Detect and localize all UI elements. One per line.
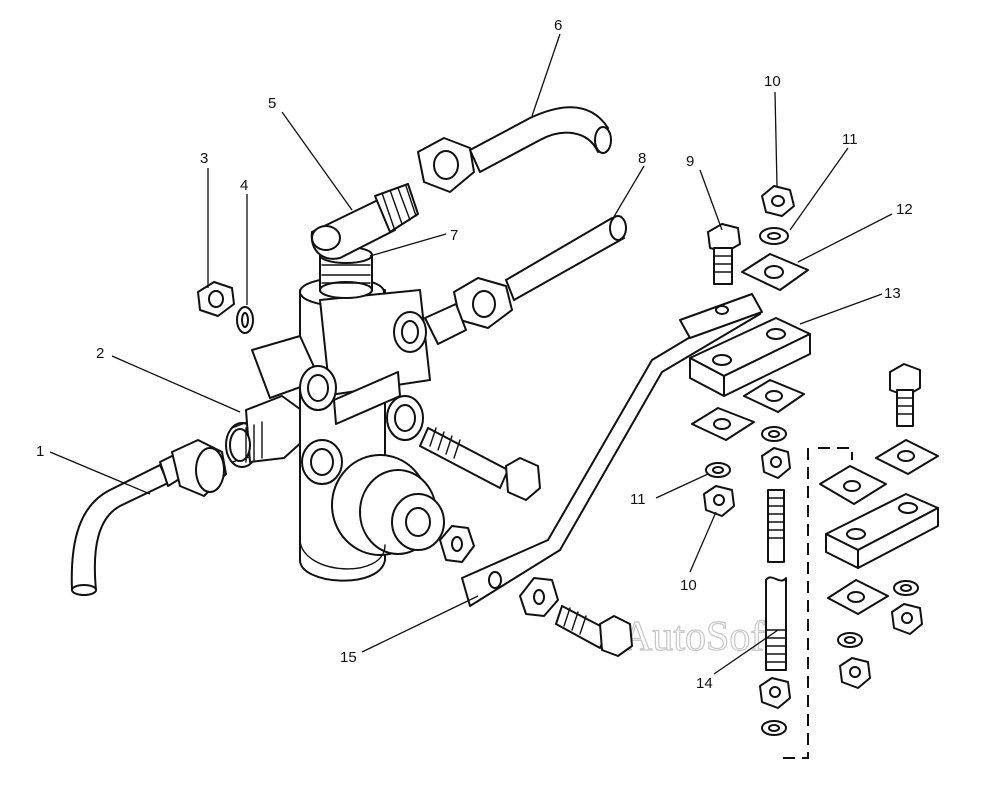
stud-14 <box>765 489 787 671</box>
fitting-2 <box>225 395 305 468</box>
plate-group <box>825 493 939 569</box>
callout-10-top: 10 <box>764 73 781 90</box>
bolt-center <box>419 427 541 501</box>
washer-4 <box>236 306 254 334</box>
callout-5: 5 <box>268 95 276 112</box>
elbow-5 <box>310 183 419 260</box>
callout-3: 3 <box>200 150 208 167</box>
callout-7: 7 <box>450 227 458 244</box>
callout-1: 1 <box>36 443 44 460</box>
callout-11-top: 11 <box>842 131 858 148</box>
pipe-6 <box>417 106 612 193</box>
nut-3 <box>197 281 235 317</box>
washer-11-mid <box>761 426 787 442</box>
washer-group-2 <box>837 632 863 648</box>
bolt-right <box>889 363 921 427</box>
callout-13: 13 <box>884 285 901 302</box>
bolt-9 <box>707 223 741 285</box>
nut-group-1 <box>891 603 923 635</box>
callout-9: 9 <box>686 153 694 170</box>
watermark: AutoSoft <box>622 614 776 660</box>
bolt-lower <box>555 605 633 657</box>
clip-group-1 <box>875 439 939 475</box>
nut-10-left <box>703 485 735 517</box>
nut-bottom <box>759 677 791 709</box>
pipe-1 <box>70 439 227 596</box>
callout-14: 14 <box>696 675 713 692</box>
leader-lines <box>49 33 893 675</box>
callout-10-left: 10 <box>680 577 697 594</box>
clip-right-2 <box>691 407 755 441</box>
clip-12 <box>741 253 809 291</box>
pipe-8 <box>424 215 627 345</box>
nut-10-top <box>761 185 795 217</box>
clip-right-1 <box>743 379 805 413</box>
clip-group-2 <box>819 465 887 505</box>
plate-13 <box>689 317 811 397</box>
callout-12: 12 <box>896 201 913 218</box>
callout-2: 2 <box>96 345 104 362</box>
nut-mid <box>761 447 791 479</box>
callout-4: 4 <box>240 177 248 194</box>
clip-group-3 <box>827 579 889 615</box>
washer-group-1 <box>893 580 919 596</box>
callout-15: 15 <box>340 649 357 666</box>
washer-bottom <box>761 720 787 736</box>
callout-11-left: 11 <box>630 491 646 508</box>
washer-11-top <box>759 227 789 245</box>
bracket-15 <box>461 293 763 617</box>
callout-8: 8 <box>638 150 646 167</box>
nut-group-2 <box>839 657 871 689</box>
callouts: 1 2 3 4 5 6 7 8 9 10 11 12 13 11 10 14 1… <box>36 17 913 692</box>
group-bracket <box>780 447 853 759</box>
washer-11-left <box>705 462 731 478</box>
washer-center <box>439 525 475 563</box>
callout-6: 6 <box>554 17 562 34</box>
